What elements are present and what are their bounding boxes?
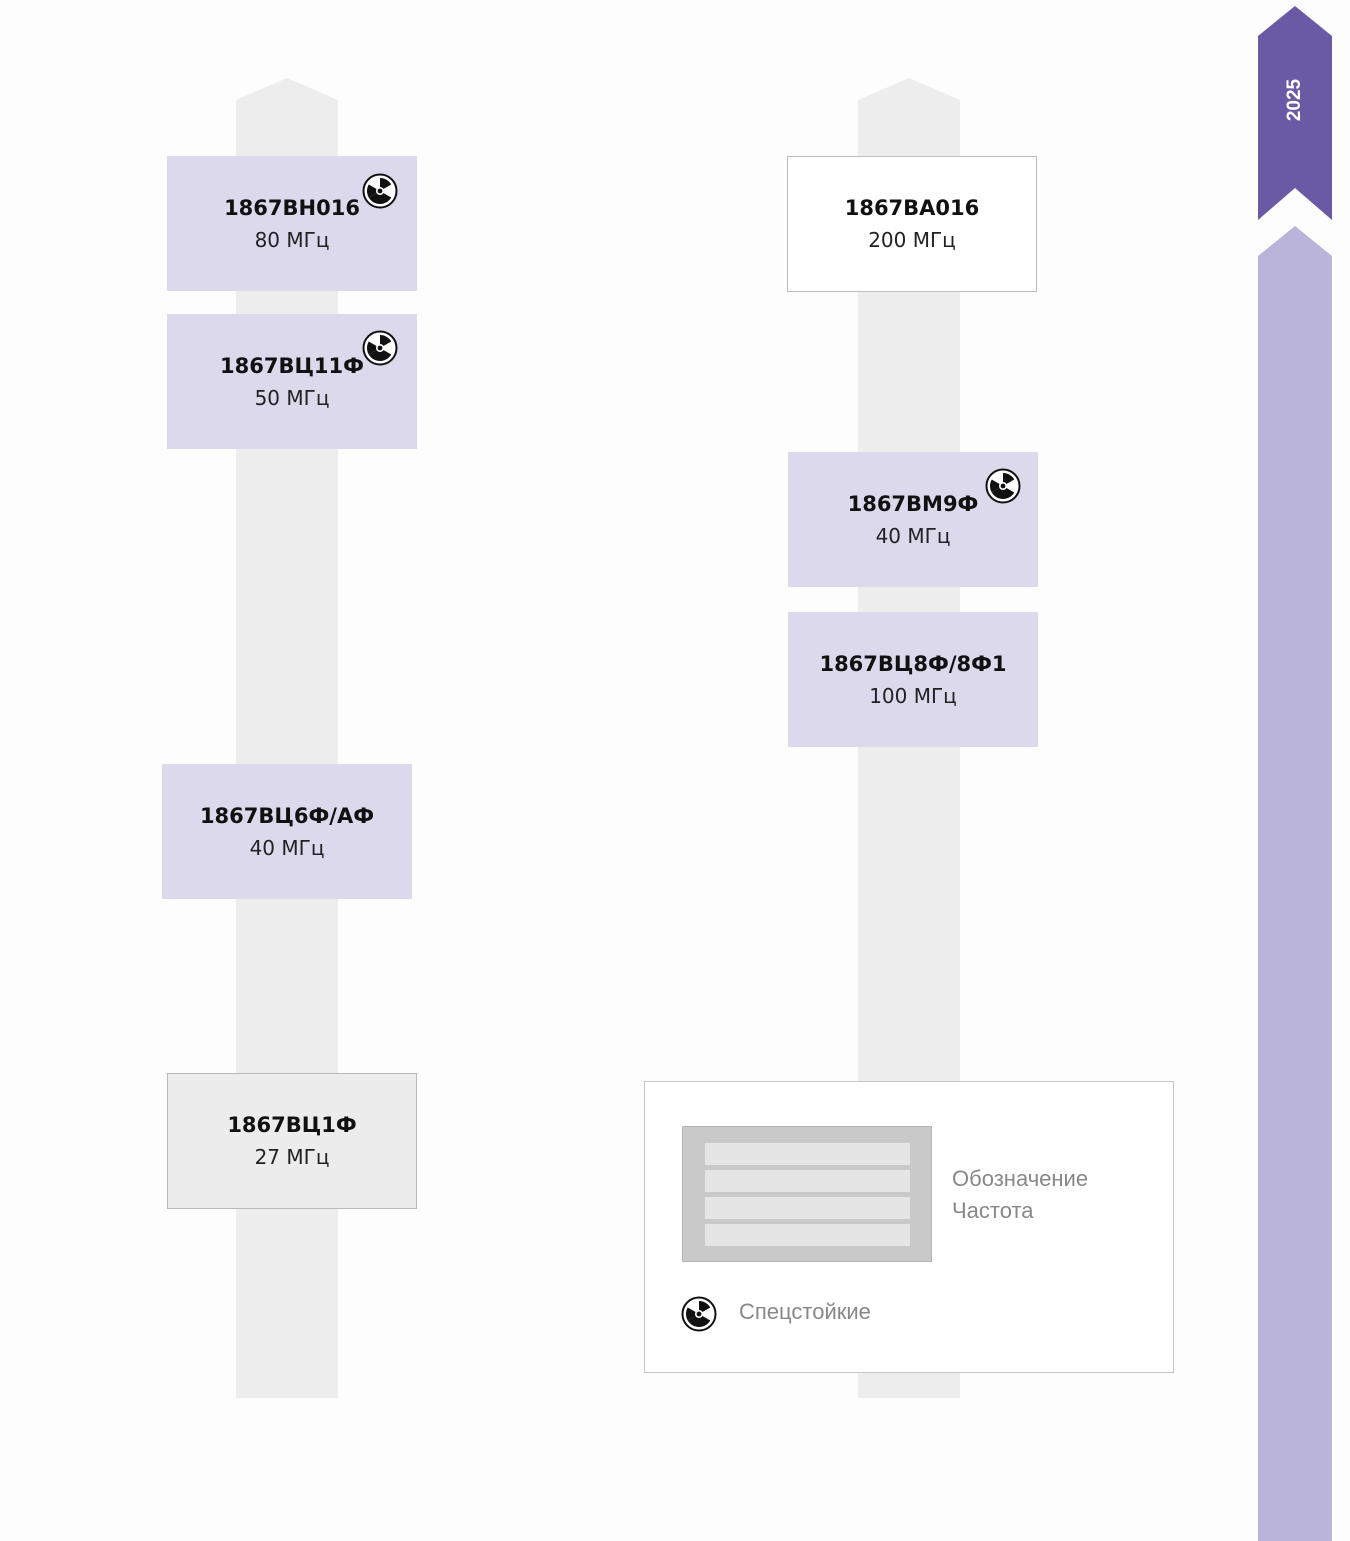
card-name: 1867ВЦ11Ф bbox=[220, 353, 364, 378]
legend: Обозначение Частота Спецстойкие bbox=[644, 1081, 1174, 1373]
card-frequency: 40 МГц bbox=[875, 523, 951, 548]
card-name: 1867ВЦ1Ф bbox=[227, 1113, 357, 1137]
card-1867vc8f-8f1: 1867ВЦ8Ф/8Ф1 100 МГц bbox=[788, 612, 1038, 747]
card-frequency: 80 МГц bbox=[254, 227, 330, 252]
legend-bar bbox=[705, 1197, 910, 1219]
radiation-icon bbox=[362, 173, 398, 209]
year-label: 2025 bbox=[1284, 78, 1305, 122]
legend-radiation-label: Спецстойкие bbox=[739, 1299, 871, 1324]
card-frequency: 100 МГц bbox=[869, 683, 957, 708]
radiation-icon bbox=[681, 1296, 717, 1332]
legend-bar bbox=[705, 1224, 910, 1246]
card-frequency: 40 МГц bbox=[249, 835, 325, 860]
card-1867vn016: 1867ВН016 80 МГц bbox=[167, 156, 417, 291]
card-name: 1867ВЦ6Ф/АФ bbox=[199, 803, 375, 828]
card-1867va016: 1867ВА016 200 МГц bbox=[787, 156, 1037, 292]
card-1867vc11f: 1867ВЦ11Ф 50 МГц bbox=[167, 314, 417, 449]
card-name: 1867ВА016 bbox=[844, 196, 980, 220]
card-frequency: 50 МГц bbox=[254, 385, 330, 410]
radiation-icon bbox=[985, 468, 1021, 504]
card-name: 1867ВН016 bbox=[224, 195, 360, 220]
card-name: 1867ВЦ8Ф/8Ф1 bbox=[819, 651, 1007, 676]
legend-designation-label: Обозначение bbox=[952, 1166, 1089, 1191]
card-frequency: 27 МГц bbox=[254, 1145, 330, 1169]
card-1867vc1f: 1867ВЦ1Ф 27 МГц bbox=[167, 1073, 417, 1209]
timeline-track bbox=[1258, 226, 1332, 1541]
timeline-year: 2025 bbox=[1280, 70, 1310, 130]
legend-card-sample bbox=[682, 1126, 932, 1262]
legend-bar bbox=[705, 1143, 910, 1165]
card-frequency: 200 МГц bbox=[868, 228, 956, 252]
legend-bar bbox=[705, 1170, 910, 1192]
card-1867vc6f-af: 1867ВЦ6Ф/АФ 40 МГц bbox=[162, 764, 412, 899]
radiation-icon bbox=[362, 330, 398, 366]
card-name: 1867ВМ9Ф bbox=[847, 491, 979, 516]
legend-frequency-label: Частота bbox=[952, 1198, 1034, 1223]
timeline-year-marker bbox=[1258, 6, 1332, 220]
